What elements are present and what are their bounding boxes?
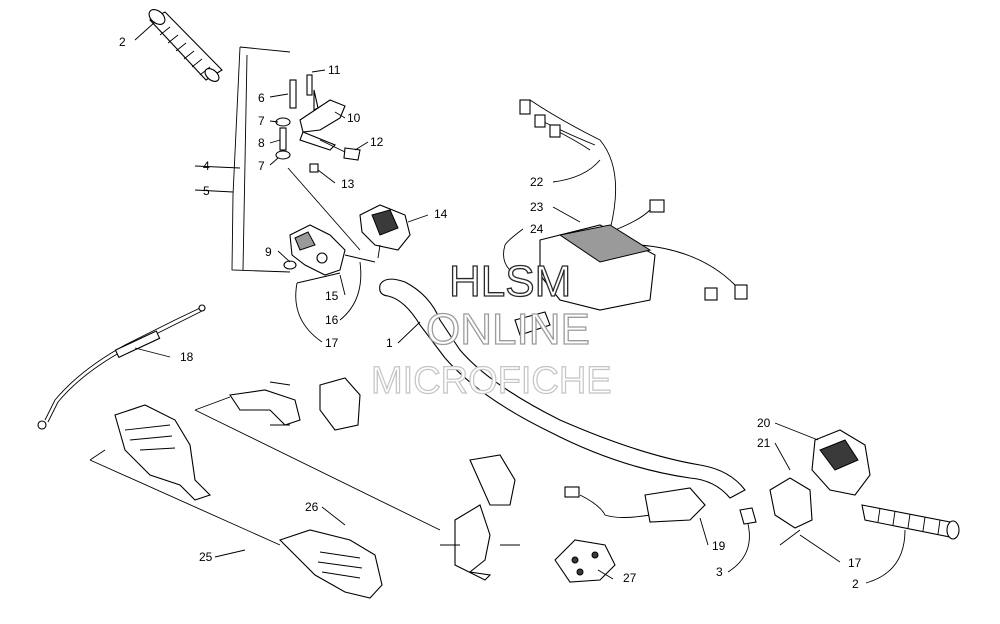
watermark-line-2: ONLINE — [426, 305, 590, 354]
callout-8: 8 — [258, 136, 265, 150]
callout-18: 18 — [180, 350, 194, 364]
plate-27 — [554, 539, 616, 583]
callout-13: 13 — [341, 177, 355, 191]
callout-15: 15 — [325, 289, 339, 303]
throttle-lever-assembly — [275, 74, 361, 251]
group-bracket — [194, 46, 291, 273]
callout-9: 9 — [265, 245, 272, 259]
callout-27: 27 — [623, 571, 637, 585]
callout-20: 20 — [757, 416, 771, 430]
handguard-lower — [278, 529, 383, 599]
mount-bracket-lower — [440, 454, 520, 581]
callout-14: 14 — [434, 207, 448, 221]
callout-10: 10 — [347, 111, 361, 125]
callout-2: 2 — [119, 35, 126, 49]
end-cap-3 — [739, 507, 757, 525]
callout-7: 7 — [258, 159, 265, 173]
callout-17: 17 — [325, 336, 339, 350]
callout-19: 19 — [712, 539, 726, 553]
switch-module-14 — [359, 204, 411, 259]
watermark-line-3: MICROFICHE — [371, 360, 612, 402]
callout-25: 25 — [199, 550, 213, 564]
callout-4: 4 — [203, 159, 210, 173]
left-switch-housing — [283, 224, 376, 284]
leader-lines — [134, 21, 906, 584]
callout-21: 21 — [757, 436, 771, 450]
harness-module — [503, 99, 748, 336]
group-lines-25-26 — [89, 396, 441, 546]
callout-26: 26 — [305, 500, 319, 514]
callout-5: 5 — [203, 184, 210, 198]
callout-23: 23 — [530, 200, 544, 214]
watermark-line-1: HLSM — [449, 257, 571, 306]
callout-7: 7 — [258, 114, 265, 128]
callout-3: 3 — [716, 565, 723, 579]
handlebar — [379, 278, 746, 499]
callout-6: 6 — [258, 91, 265, 105]
mount-bracket-upper — [229, 377, 361, 431]
callout-2: 2 — [852, 577, 859, 591]
callout-12: 12 — [370, 135, 384, 149]
handguard-left — [114, 404, 212, 501]
wire-19 — [564, 486, 706, 523]
callout-22: 22 — [530, 175, 544, 189]
throttle-cable — [37, 304, 206, 430]
callout-labels: 2 11 6 7 10 8 12 4 7 13 5 14 9 15 16 17 … — [119, 35, 862, 591]
right-grip — [861, 504, 960, 540]
callout-1: 1 — [386, 336, 393, 350]
callout-16: 16 — [325, 313, 339, 327]
right-switch-housing — [769, 429, 871, 546]
left-grip — [148, 9, 223, 82]
callout-17: 17 — [848, 556, 862, 570]
watermark: HLSM ONLINE MICROFICHE — [370, 256, 612, 402]
callout-24: 24 — [530, 222, 544, 236]
callout-11: 11 — [328, 63, 341, 77]
